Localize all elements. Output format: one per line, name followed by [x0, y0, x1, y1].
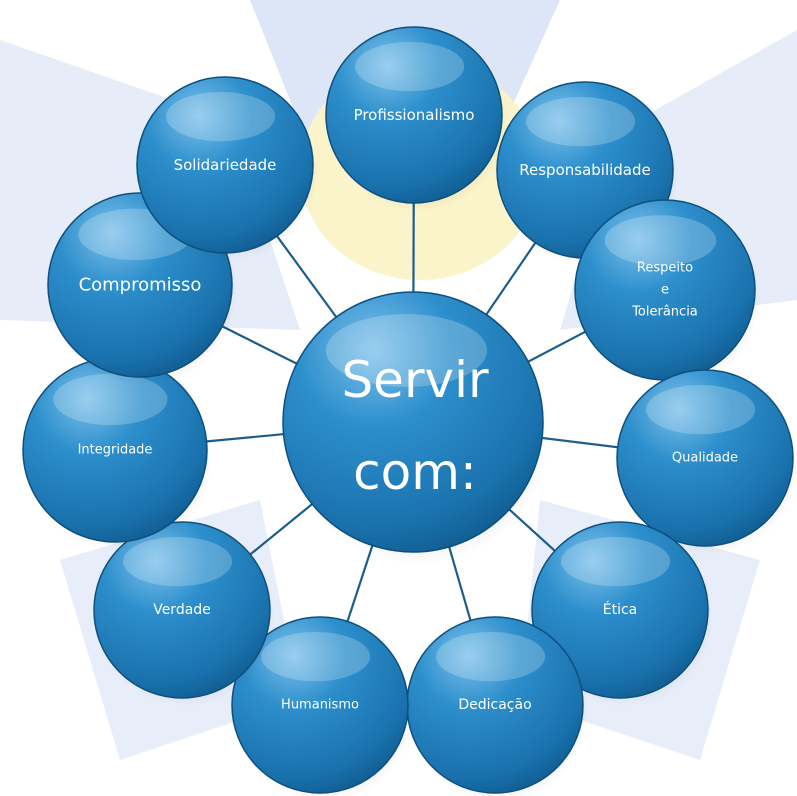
- value-node-integridade: Integridade: [22, 357, 213, 552]
- center-circle-group: Servir com:: [282, 291, 550, 565]
- value-label-line-3: Tolerância: [631, 305, 698, 320]
- value-circle: [616, 369, 794, 547]
- value-circle: [136, 76, 314, 254]
- center-circle: [282, 291, 544, 553]
- value-label-line-2: e: [661, 283, 669, 298]
- value-circle-highlight: [355, 41, 465, 92]
- value-node-qualidade: Qualidade: [616, 369, 797, 555]
- value-circle-highlight: [261, 631, 371, 682]
- center-label-line-1: Servir: [341, 351, 489, 409]
- value-label: Verdade: [153, 602, 211, 618]
- value-label: Profissionalismo: [354, 106, 475, 124]
- value-label: Dedicação: [458, 697, 531, 713]
- value-label: Ética: [603, 601, 638, 618]
- value-label: Integridade: [78, 443, 153, 458]
- value-label: Qualidade: [672, 451, 738, 466]
- value-circle-highlight: [646, 384, 756, 435]
- value-circle-highlight: [123, 536, 233, 587]
- value-node-dedicacao: Dedicação: [406, 616, 589, 796]
- value-node-profissionalismo: Profissionalismo: [325, 26, 508, 212]
- value-node-humanismo: Humanismo: [231, 616, 414, 796]
- value-label-line-1: Respeito: [637, 261, 693, 276]
- value-label: Solidariedade: [174, 156, 277, 174]
- value-circle-highlight: [526, 96, 636, 147]
- value-node-solidariedade: Solidariedade: [136, 76, 319, 262]
- center-circle-highlight: [325, 314, 488, 387]
- value-circle-highlight: [436, 631, 546, 682]
- value-circle: [231, 616, 409, 794]
- value-circle-highlight: [561, 536, 671, 587]
- value-node-verdade: Verdade: [93, 521, 276, 707]
- value-label: Compromisso: [79, 275, 202, 296]
- value-circle-highlight: [604, 215, 717, 266]
- value-node-etica: Ética: [531, 521, 714, 707]
- value-circle: [531, 521, 709, 699]
- value-circles: ProfissionalismoResponsabilidadeRespeito…: [22, 26, 797, 796]
- value-label: Responsabilidade: [519, 161, 651, 179]
- value-circle-highlight: [166, 91, 276, 142]
- value-label: Humanismo: [281, 698, 359, 713]
- value-circle: [325, 26, 503, 204]
- center-label-line-2: com:: [353, 443, 477, 501]
- value-circle-highlight: [53, 373, 168, 426]
